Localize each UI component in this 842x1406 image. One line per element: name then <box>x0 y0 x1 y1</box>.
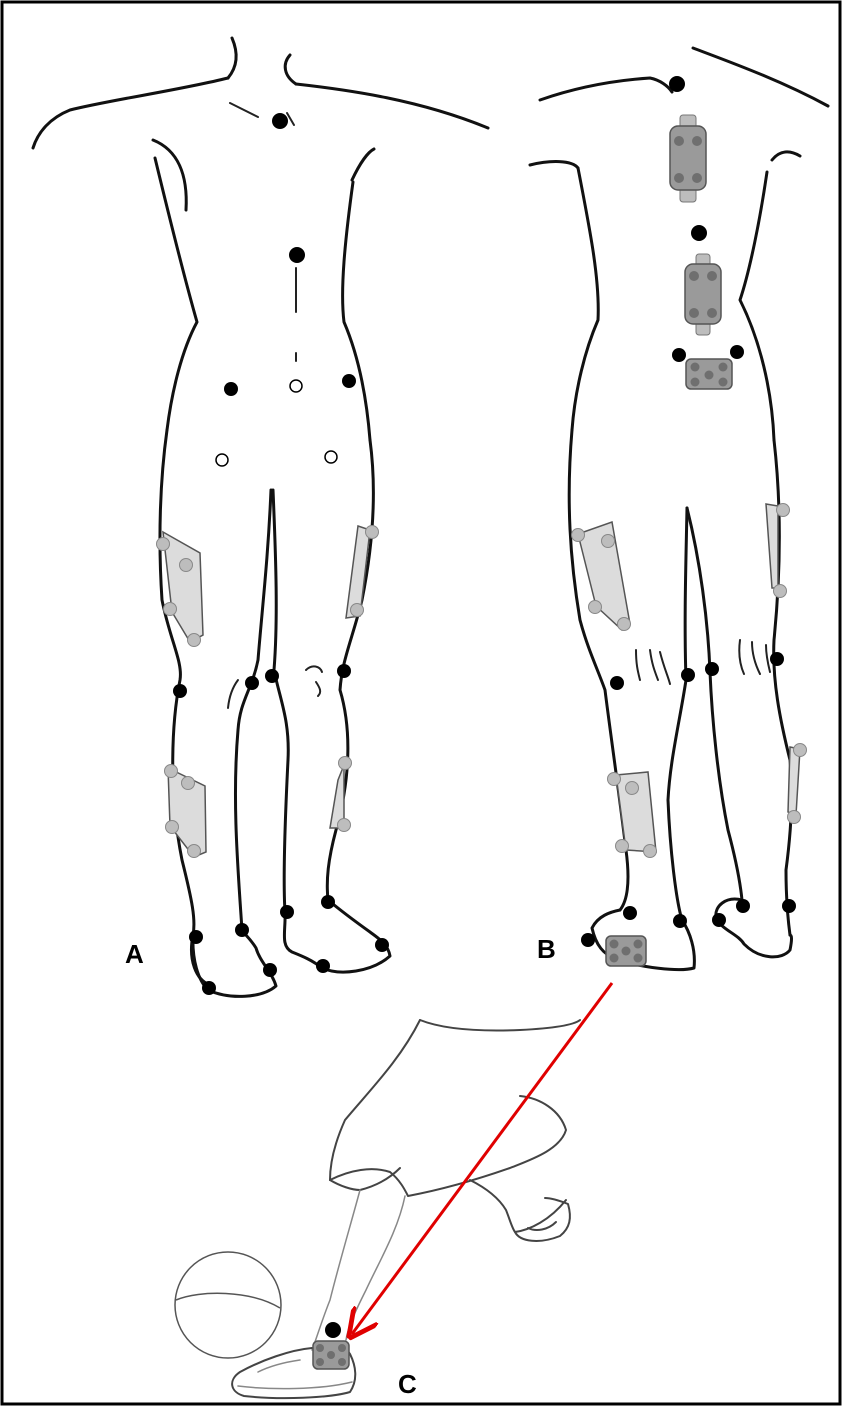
front-marker-knee-medial-left <box>245 676 259 690</box>
front-marker-asis-left <box>224 382 238 396</box>
back-shank-cluster-left-marker <box>608 773 621 786</box>
back-marker-knee-medial-right <box>705 662 719 676</box>
back-spine-sensor-upper-dot <box>674 173 684 183</box>
front-marker-heel-left <box>202 981 216 995</box>
back-shank-cluster-right-marker <box>794 744 807 757</box>
front-marker-knee-lateral-right <box>337 664 351 678</box>
back-spine-sensor-upper-dot <box>692 136 702 146</box>
back-marker-psis-right <box>730 345 744 359</box>
back-foot-sensor-dot <box>610 940 619 949</box>
kick-foot-sensor-dot <box>327 1351 335 1359</box>
back-spine-sensor-upper-dot <box>692 173 702 183</box>
back-spine-sensor-lower-dot <box>707 271 717 281</box>
back-marker-heel-left <box>581 933 595 947</box>
front-thigh-cluster-left-marker <box>188 634 201 647</box>
back-foot-sensor-dot <box>610 954 619 963</box>
back-spine-sensor-lower-dot <box>689 308 699 318</box>
back-sacrum-sensor-dot <box>719 378 728 387</box>
back-spine-sensor-lower-dot <box>689 271 699 281</box>
front-marker-ankle-lateral-left <box>189 930 203 944</box>
front-thigh-cluster-left-marker <box>157 538 170 551</box>
back-spine-sensor-upper-dot <box>674 136 684 146</box>
front-thigh-cluster-left-marker <box>180 559 193 572</box>
front-marker-ankle-lateral-right <box>321 895 335 909</box>
back-marker-knee-lateral-right <box>770 652 784 666</box>
back-marker-heel-right <box>712 913 726 927</box>
back-spine-sensor-lower-dot <box>707 308 717 318</box>
back-marker-ankle-lateral-right <box>782 899 796 913</box>
front-marker-sternum <box>272 113 288 129</box>
back-foot-sensor-dot <box>634 954 643 963</box>
back-foot-sensor-dot <box>634 940 643 949</box>
front-thigh-cluster-left-marker <box>164 603 177 616</box>
back-shank-cluster-right-marker <box>788 811 801 824</box>
back-marker-psis-left <box>672 348 686 362</box>
kick-foot-sensor-dot <box>338 1358 346 1366</box>
back-thigh-cluster-right-marker <box>777 504 790 517</box>
back-marker-c7 <box>669 76 685 92</box>
front-marker-ankle-medial-right <box>280 905 294 919</box>
back-sacrum-sensor-dot <box>705 371 714 380</box>
back-marker-ankle-medial-right <box>736 899 750 913</box>
back-shank-cluster-left-marker <box>626 782 639 795</box>
kick-marker-ankle <box>325 1322 341 1338</box>
panel-label-b: B <box>537 934 556 964</box>
back-foot-sensor-dot <box>622 947 631 956</box>
front-shank-cluster-left-marker <box>165 765 178 778</box>
front-shank-cluster-right-marker <box>338 819 351 832</box>
front-shank-cluster-left-marker <box>182 777 195 790</box>
front-shank-cluster-left-marker <box>166 821 179 834</box>
back-shank-cluster-left-marker <box>644 845 657 858</box>
front-open-marker-hip-right <box>325 451 337 463</box>
back-thigh-cluster-left-marker <box>589 601 602 614</box>
back-marker-ankle-left <box>623 906 637 920</box>
front-marker-heel-right <box>316 959 330 973</box>
back-thigh-cluster-left-marker <box>572 529 585 542</box>
panel-label-a: A <box>125 939 144 969</box>
kick-foot-sensor-dot <box>338 1344 346 1352</box>
back-shank-cluster-left-marker <box>616 840 629 853</box>
back-sacrum-sensor-dot <box>691 378 700 387</box>
back-thigh-cluster-right-marker <box>774 585 787 598</box>
panel-label-c: C <box>398 1369 417 1399</box>
front-marker-toe-left <box>263 963 277 977</box>
back-marker-knee-lateral-left <box>610 676 624 690</box>
back-thigh-cluster-left-marker <box>618 618 631 631</box>
kick-foot-sensor-dot <box>316 1344 324 1352</box>
back-marker-knee-medial-left <box>681 668 695 682</box>
front-marker-asis-right <box>342 374 356 388</box>
front-thigh-cluster-right-marker <box>351 604 364 617</box>
front-shank-cluster-right-marker <box>339 757 352 770</box>
front-open-marker-pubis <box>290 380 302 392</box>
front-marker-knee-lateral-left <box>173 684 187 698</box>
back-marker-t10 <box>691 225 707 241</box>
back-marker-ankle-medial-left <box>673 914 687 928</box>
kick-foot-sensor-dot <box>316 1358 324 1366</box>
back-thigh-cluster-left-marker <box>602 535 615 548</box>
front-marker-chest <box>289 247 305 263</box>
front-open-marker-hip-left <box>216 454 228 466</box>
front-marker-toe-right <box>375 938 389 952</box>
back-sacrum-sensor-dot <box>719 363 728 372</box>
front-marker-ankle-medial-left <box>235 923 249 937</box>
back-sacrum-sensor-dot <box>691 363 700 372</box>
soccer-ball <box>175 1252 281 1358</box>
front-shank-cluster-left-marker <box>188 845 201 858</box>
front-marker-knee-medial-right <box>265 669 279 683</box>
front-thigh-cluster-right-marker <box>366 526 379 539</box>
